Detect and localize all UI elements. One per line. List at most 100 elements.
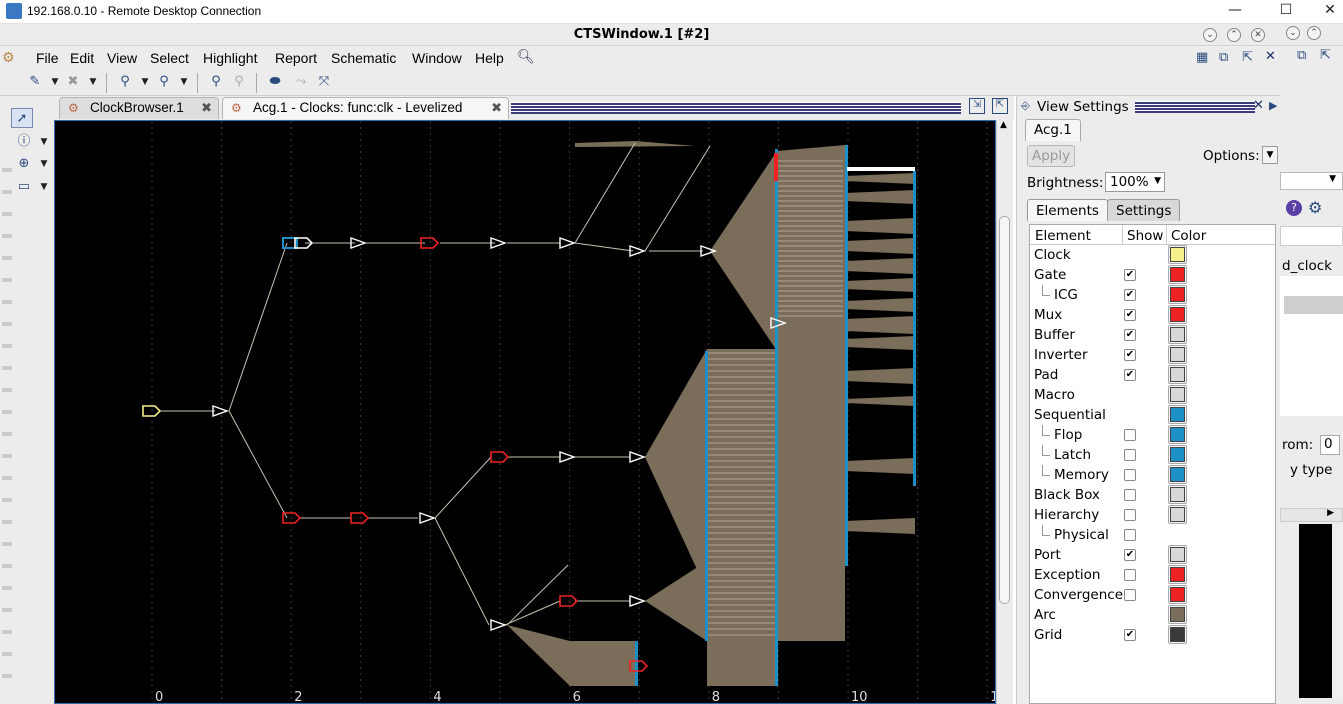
fanin-icon[interactable]: ⚲	[159, 74, 169, 89]
layout-icon[interactable]: ▦	[1196, 50, 1209, 65]
help-icon[interactable]: ?	[1286, 200, 1302, 216]
table-row[interactable]: Memory	[1030, 465, 1275, 485]
fanout-icon[interactable]: ⚲	[120, 74, 130, 89]
tab-acg[interactable]: ⚙ Acg.1 - Clocks: func:clk - Levelized ✖	[222, 97, 509, 119]
chevron-up-icon[interactable]: ⌃	[1307, 26, 1321, 40]
restore-icon[interactable]: ⧉	[1219, 50, 1229, 65]
table-row[interactable]: Convergence	[1030, 585, 1275, 605]
apply-button[interactable]: Apply	[1027, 145, 1076, 167]
collapse-icon[interactable]: ⚲	[234, 74, 244, 89]
chevron-down-icon[interactable]: ▼	[180, 77, 188, 87]
restore-icon[interactable]: ⇲	[969, 98, 985, 114]
detach-icon[interactable]: ⇱	[1242, 50, 1253, 65]
show-checkbox[interactable]	[1124, 529, 1136, 541]
show-checkbox[interactable]: ✔	[1124, 549, 1136, 561]
search-icon[interactable]: 🔍︎	[517, 49, 535, 65]
table-row[interactable]: Mux✔	[1030, 305, 1275, 325]
show-checkbox[interactable]	[1124, 569, 1136, 581]
table-row[interactable]: Pad✔	[1030, 365, 1275, 385]
table-row[interactable]: Clock	[1030, 245, 1275, 265]
clear-highlight-icon[interactable]: ✖	[67, 74, 79, 89]
bg-vscroll[interactable]	[1332, 524, 1343, 698]
scroll-up-icon[interactable]: ▲	[1000, 120, 1007, 130]
pointer-tool-icon[interactable]: ➚	[11, 108, 33, 128]
close-window-icon[interactable]: ✕	[1251, 28, 1265, 42]
menu-report[interactable]: Report	[275, 50, 318, 66]
menu-view[interactable]: View	[107, 50, 138, 66]
table-row[interactable]: Hierarchy	[1030, 505, 1275, 525]
chevron-down-icon[interactable]: ▼	[89, 77, 97, 87]
show-checkbox[interactable]: ✔	[1124, 309, 1136, 321]
table-row[interactable]: Grid✔	[1030, 625, 1275, 645]
show-checkbox[interactable]	[1124, 489, 1136, 501]
instance-icon[interactable]: ⬬	[269, 74, 281, 89]
table-row[interactable]: Buffer✔	[1030, 325, 1275, 345]
chevron-up-icon[interactable]: ⌃	[1227, 28, 1241, 42]
highlight-pen-icon[interactable]: ✎	[29, 74, 41, 89]
show-checkbox[interactable]: ✔	[1124, 349, 1136, 361]
tab-clockbrowser[interactable]: ⚙ ClockBrowser.1 ✖	[59, 97, 219, 119]
show-checkbox[interactable]	[1124, 429, 1136, 441]
table-row[interactable]: ICG✔	[1030, 285, 1275, 305]
chevron-down-icon[interactable]: ⌄	[1203, 28, 1217, 42]
bg-combo[interactable]: ▼	[1280, 172, 1343, 190]
canvas-vertical-scrollbar[interactable]: ▲	[996, 120, 1013, 704]
show-checkbox[interactable]	[1124, 509, 1136, 521]
info-icon[interactable]: ⓘ	[17, 134, 31, 149]
table-row[interactable]: Macro	[1030, 385, 1275, 405]
table-row[interactable]: Inverter✔	[1030, 345, 1275, 365]
table-row[interactable]: Sequential	[1030, 405, 1275, 425]
chevron-down-icon[interactable]: ▼	[141, 77, 149, 87]
table-row[interactable]: Latch	[1030, 445, 1275, 465]
show-checkbox[interactable]	[1124, 589, 1136, 601]
table-row[interactable]: Physical	[1030, 525, 1275, 545]
bg-scrollbar[interactable]: ▶	[1280, 508, 1343, 522]
menu-help[interactable]: Help	[475, 50, 504, 66]
menu-window[interactable]: Window	[412, 50, 462, 66]
close-icon[interactable]: ✖	[491, 100, 502, 115]
menu-schematic[interactable]: Schematic	[331, 50, 397, 66]
show-checkbox[interactable]	[1124, 469, 1136, 481]
ruler-icon[interactable]: ▭	[17, 179, 31, 194]
maximize-button[interactable]: ☐	[1279, 2, 1293, 18]
bg-list[interactable]	[1280, 276, 1343, 416]
show-checkbox[interactable]: ✔	[1124, 329, 1136, 341]
options-dropdown[interactable]: ▼	[1262, 146, 1278, 164]
menu-edit[interactable]: Edit	[70, 50, 95, 66]
show-checkbox[interactable]: ✔	[1124, 369, 1136, 381]
table-row[interactable]: Port✔	[1030, 545, 1275, 565]
gear-icon[interactable]: ⚙	[1308, 198, 1323, 217]
table-row[interactable]: Exception	[1030, 565, 1275, 585]
table-row[interactable]: Gate✔	[1030, 265, 1275, 285]
detach-icon[interactable]: ⇱	[1320, 48, 1331, 63]
show-checkbox[interactable]: ✔	[1124, 629, 1136, 641]
maximize-icon[interactable]: ⇱	[992, 98, 1008, 114]
close-button[interactable]: ✕	[1324, 2, 1336, 18]
bg-field[interactable]	[1280, 226, 1343, 246]
show-checkbox[interactable]: ✔	[1124, 269, 1136, 281]
restore-icon[interactable]: ⧉	[1297, 48, 1307, 63]
table-row[interactable]: Black Box	[1030, 485, 1275, 505]
close-view-icon[interactable]: ✕	[1265, 49, 1276, 64]
chevron-down-icon[interactable]: ▼	[40, 137, 48, 147]
close-panel-icon[interactable]: ✕	[1253, 98, 1264, 113]
menu-select[interactable]: Select	[150, 50, 189, 66]
chevron-down-icon[interactable]: ▼	[51, 77, 59, 87]
show-checkbox[interactable]	[1124, 449, 1136, 461]
expand-arrow-icon[interactable]: ▶	[1269, 99, 1278, 112]
table-row[interactable]: Arc	[1030, 605, 1275, 625]
minimize-button[interactable]: —	[1228, 2, 1242, 18]
table-row[interactable]: Flop	[1030, 425, 1275, 445]
tab-acg1[interactable]: Acg.1	[1025, 119, 1081, 141]
tab-elements[interactable]: Elements	[1027, 199, 1108, 221]
chevron-down-icon[interactable]: ▼	[40, 159, 48, 169]
tab-settings[interactable]: Settings	[1107, 199, 1181, 221]
chevron-down-icon[interactable]: ▼	[40, 182, 48, 192]
chevron-down-icon[interactable]: ⌄	[1286, 26, 1300, 40]
menu-file[interactable]: File	[36, 50, 59, 66]
show-checkbox[interactable]: ✔	[1124, 289, 1136, 301]
zoom-in-icon[interactable]: ⊕	[18, 156, 30, 171]
close-icon[interactable]: ✖	[201, 100, 212, 115]
